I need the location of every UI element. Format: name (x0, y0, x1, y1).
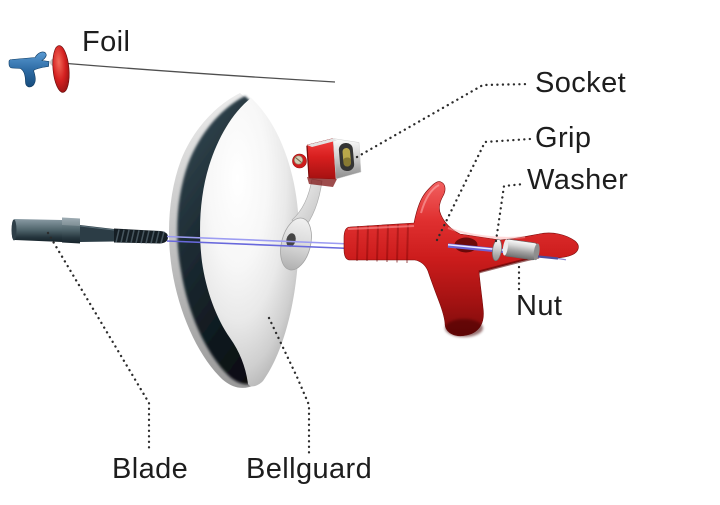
body-wires (166, 235, 352, 250)
label-foil: Foil (82, 26, 131, 58)
blade-collar (62, 217, 80, 244)
label-blade: Blade (112, 453, 189, 485)
blade-part (11, 217, 168, 244)
label-nut: Nut (516, 290, 563, 322)
foil-thumbnail (8, 45, 336, 93)
bellguard-face (200, 98, 300, 387)
label-grip: Grip (535, 122, 592, 154)
mini-blade (66, 62, 336, 83)
bracket-hole (286, 233, 296, 247)
leader-blade (46, 231, 151, 454)
leader-socket (355, 82, 532, 159)
bellguard-part (169, 93, 300, 388)
washer-part (492, 238, 502, 262)
socket-part (292, 138, 362, 187)
mini-bellguard (52, 45, 70, 93)
leader-lines (46, 82, 532, 455)
grip-ferrule-ribs (356, 223, 409, 264)
label-socket: Socket (535, 67, 627, 99)
socket-recess (338, 143, 355, 172)
label-bellguard: Bellguard (246, 453, 373, 485)
mini-grip (8, 51, 50, 88)
leader-washer (494, 182, 526, 243)
label-washer: Washer (527, 164, 629, 196)
leader-grip (435, 137, 532, 242)
tang-tail (537, 255, 567, 261)
leader-bellguard (267, 316, 311, 455)
blade-threads (114, 228, 168, 244)
